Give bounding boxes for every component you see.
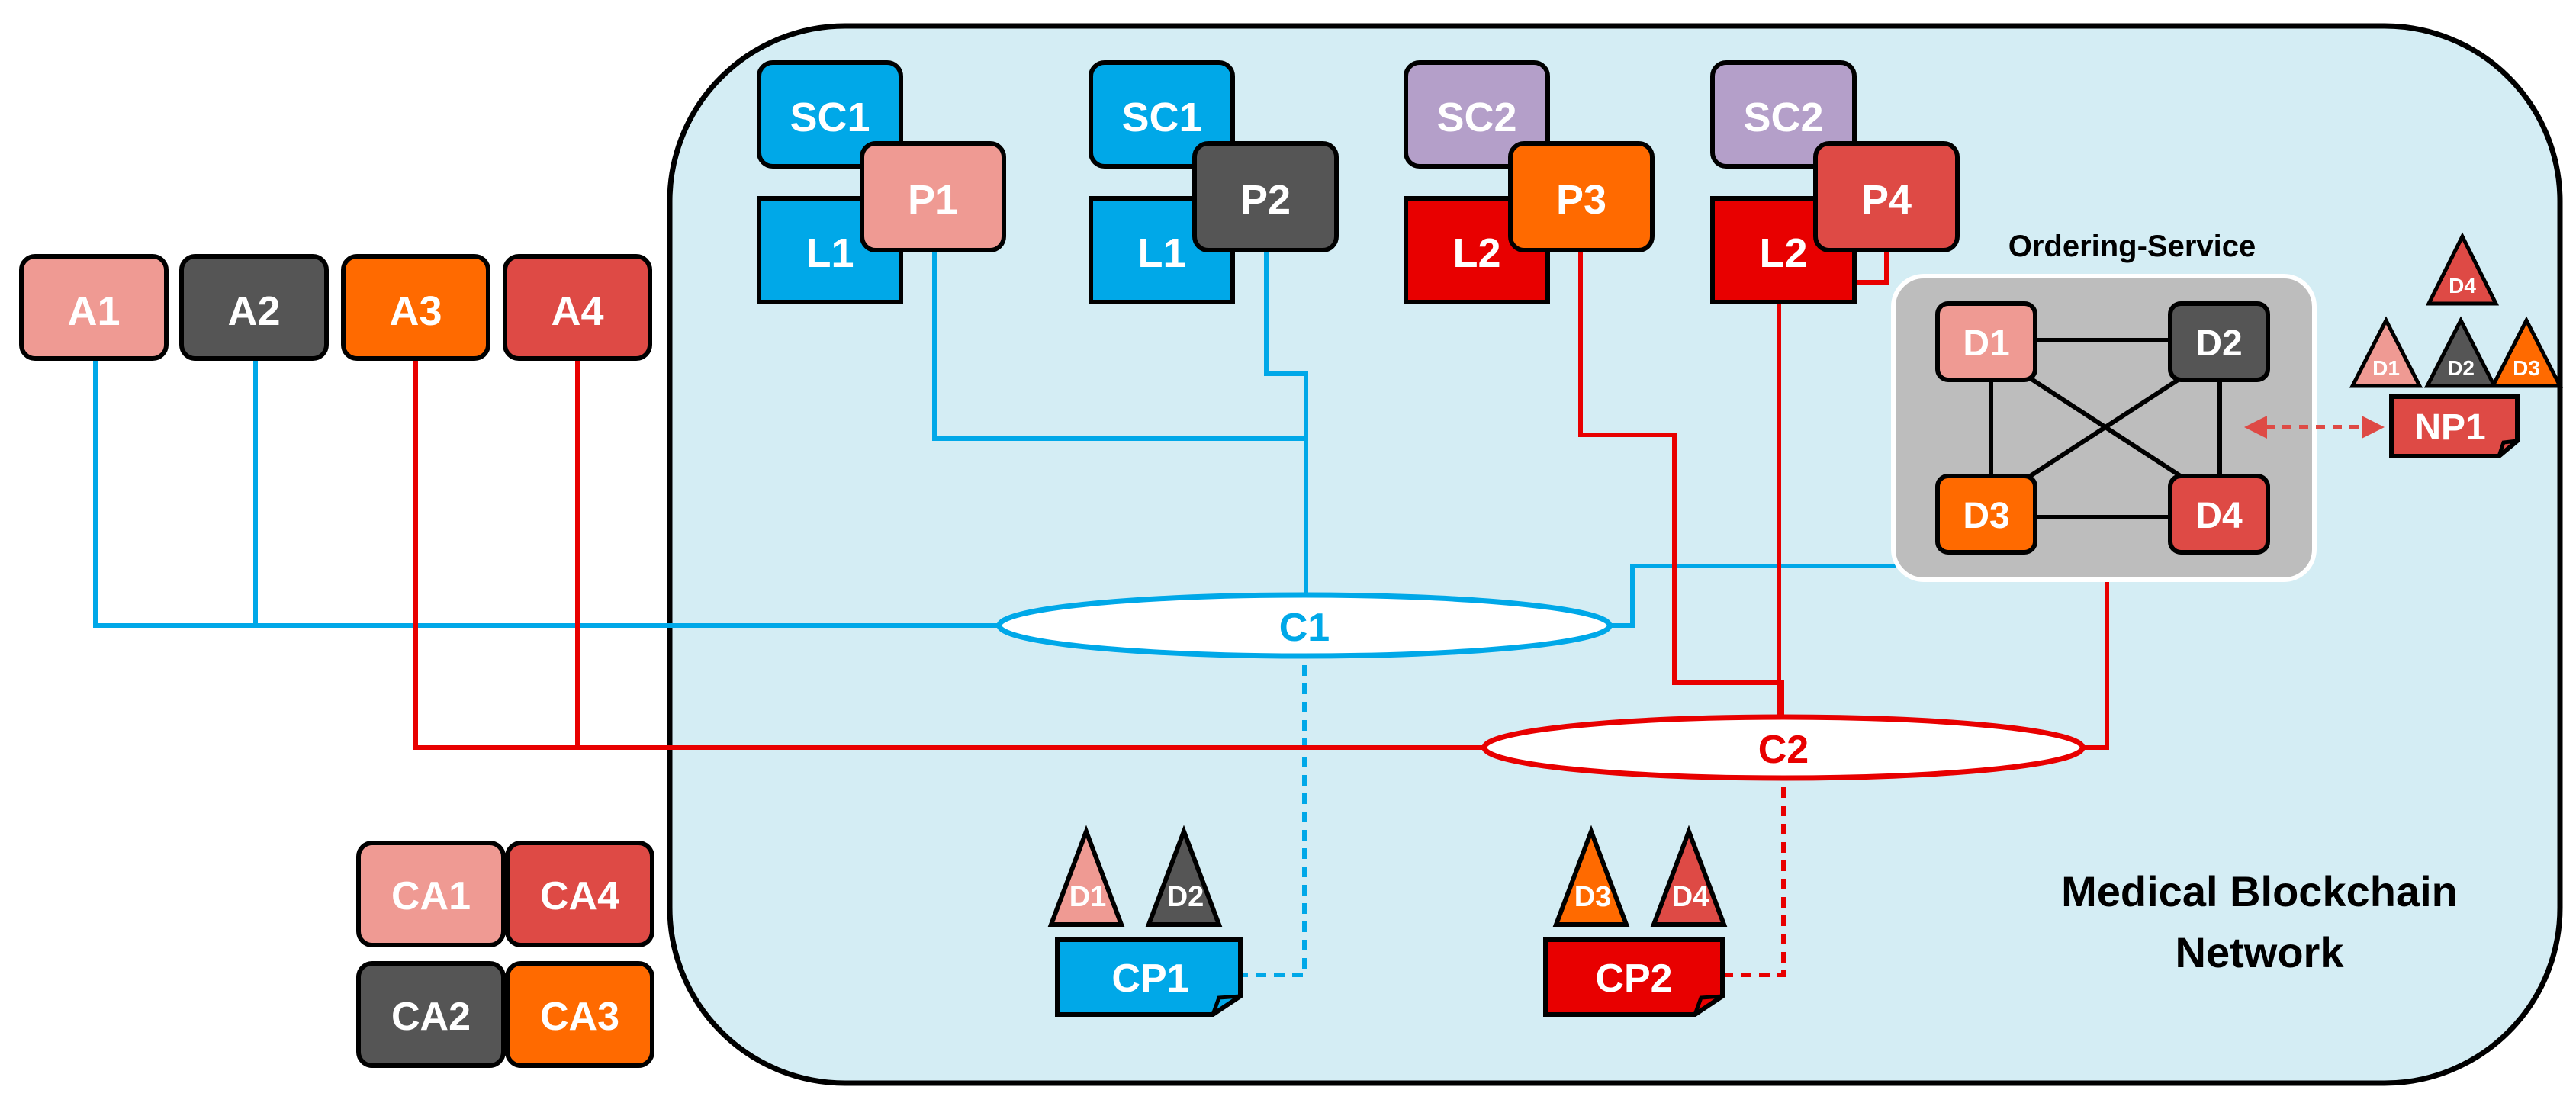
ca-ca4-label: CA4: [540, 874, 619, 918]
ca-ca3[interactable]: CA3: [505, 961, 654, 1068]
line-c2-cp2: [1716, 769, 1786, 977]
certificate-authorities: CA1 CA4 CA2 CA3: [356, 841, 654, 1068]
app-a3[interactable]: A3: [341, 254, 490, 361]
app-a3-label: A3: [389, 288, 442, 334]
cp1-tag-d2: D2: [1145, 825, 1223, 927]
cp1-document[interactable]: CP1: [1055, 937, 1243, 1017]
orderer-d1-label: D1: [1963, 323, 2009, 364]
app-a1[interactable]: A1: [19, 254, 169, 361]
ledger-4-label: L2: [1759, 230, 1807, 276]
svg-text:D4: D4: [2449, 274, 2476, 297]
app-a2[interactable]: A2: [179, 254, 329, 361]
np1-label: NP1: [2414, 407, 2485, 448]
svg-text:D1: D1: [2372, 356, 2400, 380]
channel-c1[interactable]: C1: [996, 592, 1613, 659]
line-a3-c2: [413, 359, 1487, 750]
orderer-d1[interactable]: D1: [1935, 301, 2037, 382]
orderer-d4[interactable]: D4: [2168, 474, 2270, 555]
smart-contract-4-label: SC2: [1743, 95, 1823, 140]
np1-tag-d2: D2: [2423, 316, 2498, 388]
app-a2-label: A2: [227, 288, 280, 334]
ca-ca1[interactable]: CA1: [356, 841, 506, 947]
line-a1-a2-c1: [93, 359, 999, 628]
np1-tag-d1: D1: [2349, 316, 2423, 388]
np1-document[interactable]: NP1: [2389, 394, 2520, 458]
ledger-3-label: L2: [1452, 230, 1500, 276]
ledger-2-label: L1: [1137, 230, 1185, 276]
network-title-line1: Medical Blockchain: [2061, 867, 2458, 915]
line-p1-c1: [932, 249, 1306, 441]
applications: A1 A2 A3 A4: [19, 254, 652, 361]
ordering-mesh: [1989, 338, 2222, 519]
connection-lines: [93, 249, 2109, 977]
peer-group-2: SC1 L1 P2: [1089, 60, 1339, 304]
ca-ca2-label: CA2: [391, 995, 471, 1039]
peer-4-label: P4: [1861, 177, 1912, 223]
cp1-tag-d1: D1: [1047, 825, 1125, 927]
svg-text:D4: D4: [1672, 881, 1709, 913]
smart-contract-2[interactable]: [1089, 60, 1235, 169]
orderer-d2-label: D2: [2195, 323, 2242, 364]
svg-text:D2: D2: [2447, 356, 2475, 380]
channel-c1-label: C1: [1279, 606, 1330, 650]
channel-c2[interactable]: C2: [1481, 714, 2086, 781]
orderer-d3-label: D3: [1963, 496, 2009, 536]
ordering-service: Ordering-Service D1 D2 D3 D4: [1891, 230, 2317, 582]
smart-contract-4[interactable]: [1710, 60, 1857, 169]
peer-2-label: P2: [1240, 177, 1291, 223]
smart-contract-1[interactable]: [757, 60, 903, 169]
np1-tag-d3: D3: [2489, 316, 2564, 388]
cp2-tag-d3: D3: [1552, 825, 1630, 927]
ordering-service-title: Ordering-Service: [2008, 230, 2256, 263]
network-title-line2: Network: [2176, 928, 2345, 976]
line-p3-c2: [1578, 249, 1784, 726]
peer-group-3: SC2 L2 P3: [1404, 60, 1655, 304]
peer-2[interactable]: [1192, 141, 1339, 252]
ca-ca4[interactable]: CA4: [505, 841, 654, 947]
svg-text:D2: D2: [1167, 881, 1204, 913]
ca-ca1-label: CA1: [391, 874, 471, 918]
peer-3[interactable]: [1508, 141, 1655, 252]
ca-ca3-label: CA3: [540, 995, 619, 1039]
app-a4-label: A4: [551, 288, 603, 334]
peer-group-1: SC1 L1 P1: [757, 60, 1006, 304]
peer-1[interactable]: [860, 141, 1006, 252]
smart-contract-1-label: SC1: [790, 95, 870, 140]
cp2-tag-d4: D4: [1650, 825, 1728, 927]
cp2-label: CP2: [1595, 957, 1672, 1001]
channel-policy-cp1: D1 D2 CP1: [1047, 825, 1243, 1017]
peer-4[interactable]: [1813, 141, 1960, 252]
network-policy-np1: D4 D1 D2 D3 NP1: [2349, 232, 2564, 458]
smart-contract-2-label: SC1: [1121, 95, 1201, 140]
channel-policy-cp2: D3 D4 CP2: [1543, 825, 1728, 1017]
ledger-1-label: L1: [806, 230, 854, 276]
line-c1-cp1: [1236, 647, 1307, 977]
app-a1-label: A1: [67, 288, 120, 334]
smart-contract-3-label: SC2: [1436, 95, 1516, 140]
line-ordering-c2: [2082, 581, 2109, 750]
line-c1-ordering: [1610, 564, 1915, 628]
orderer-d4-label: D4: [2195, 496, 2243, 536]
cp1-label: CP1: [1111, 957, 1188, 1001]
svg-text:D3: D3: [1574, 881, 1612, 913]
app-a4[interactable]: A4: [503, 254, 652, 361]
svg-text:D1: D1: [1069, 881, 1107, 913]
orderer-d3[interactable]: D3: [1935, 474, 2037, 555]
line-p2-c1: [1264, 249, 1308, 604]
np1-tag-d4: D4: [2425, 232, 2500, 306]
peer-3-label: P3: [1556, 177, 1606, 223]
ca-ca2[interactable]: CA2: [356, 961, 506, 1068]
svg-text:D3: D3: [2513, 356, 2540, 380]
peer-1-label: P1: [908, 177, 958, 223]
orderer-d2[interactable]: D2: [2168, 301, 2270, 382]
cp2-document[interactable]: CP2: [1543, 937, 1725, 1017]
channel-c2-label: C2: [1758, 728, 1809, 772]
peer-group-4: SC2 L2 P4: [1710, 60, 1960, 304]
smart-contract-3[interactable]: [1404, 60, 1550, 169]
